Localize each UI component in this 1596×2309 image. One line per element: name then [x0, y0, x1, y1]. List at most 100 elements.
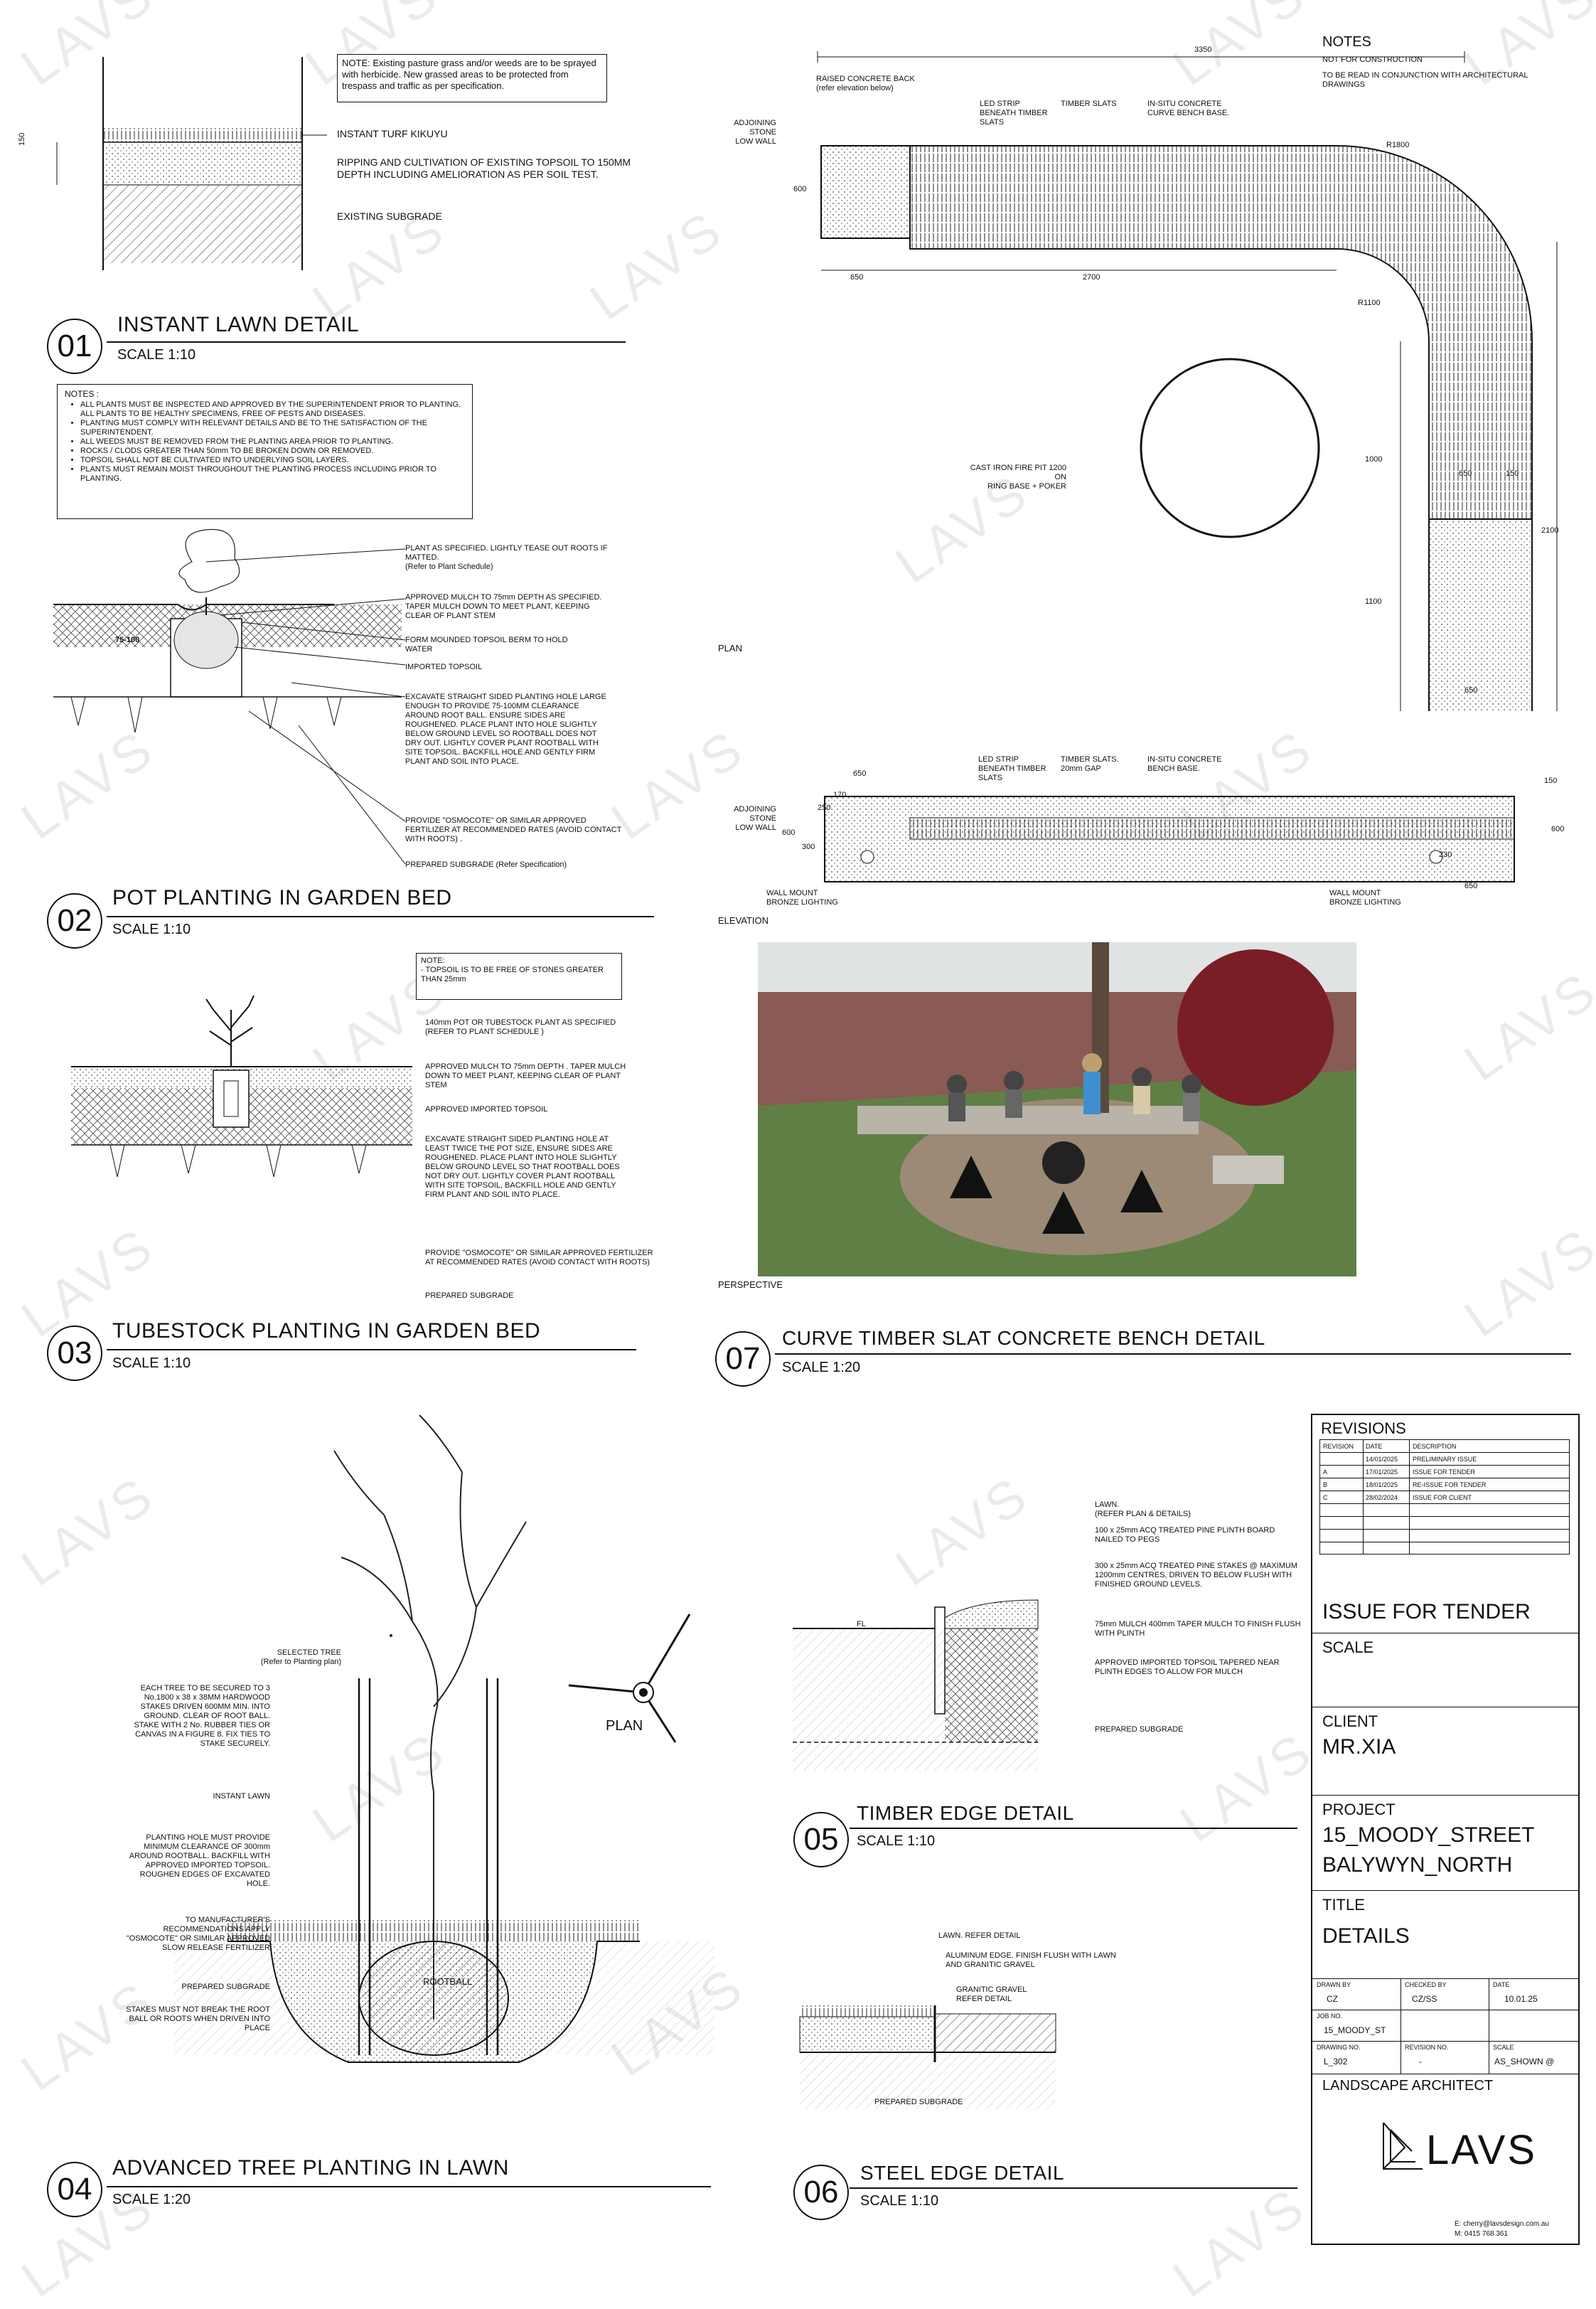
planting-note: PLANTING MUST COMPLY WITH RELEVANT DETAI…	[80, 419, 465, 437]
drawing-sheet: LAVS LAVS LAVS LAVS LAVS LAVS LAVS LAVS …	[0, 0, 1596, 2261]
elev-dim-right-230: 230	[1439, 850, 1452, 859]
bench-elevation-drawing	[824, 796, 1515, 882]
date-label: DATE	[1493, 1981, 1510, 1988]
detail-title: POT PLANTING IN GARDEN BED	[112, 886, 452, 910]
bench-dim-r-outer: R1800	[1386, 141, 1410, 149]
drawing-info-grid: DRAWN BY CZ CHECKED BY CZ/SS DATE 10.01.…	[1312, 1978, 1578, 2074]
client-label: CLIENT	[1322, 1712, 1378, 1730]
instant-lawn-dim: 150	[18, 132, 26, 146]
pot-dim-label: 75-100	[115, 636, 140, 644]
checked-by: CZ/SS	[1412, 1994, 1437, 2004]
pot-label-plant: PLANT AS SPECIFIED. LIGHTLY TEASE OUT RO…	[405, 544, 608, 571]
project-label: PROJECT	[1322, 1801, 1396, 1818]
detail-number: 02	[47, 893, 102, 949]
elev-dim-h1: 250	[818, 804, 831, 812]
bench-dim-leg2: 1100	[1365, 597, 1382, 606]
perspective-illustration	[758, 942, 1356, 1276]
bench-dim-r-inner: R1100	[1358, 299, 1381, 307]
drawn-by: CZ	[1327, 1994, 1338, 2004]
elevation-view-label: ELEVATION	[718, 915, 769, 926]
bench-perspective-image	[758, 942, 1356, 1276]
pot-label-fertilizer: PROVIDE "OSMOCOTE" OR SIMILAR APPROVED F…	[405, 816, 622, 843]
bench-dim-left-w: 650	[850, 273, 864, 282]
bench-label-wall: ADJOINING STONE LOW WALL	[734, 119, 776, 146]
steel-label-gravel: GRANITIC GRAVEL REFER DETAIL	[956, 1985, 1027, 2003]
perspective-label: PERSPECTIVE	[718, 1279, 783, 1290]
bench-dim-mid: 2700	[1083, 273, 1100, 282]
planting-notes-heading: NOTES :	[65, 389, 100, 399]
steel-label-subgrade: PREPARED SUBGRADE	[874, 2098, 963, 2106]
tree-planting-drawing	[174, 1414, 714, 2063]
rev-cell: 28/02/2024	[1366, 1494, 1398, 1501]
plan-view-label: PLAN	[718, 643, 742, 654]
instant-lawn-drawing	[56, 57, 327, 270]
pot-label-excavate: EXCAVATE STRAIGHT SIDED PLANTING HOLE LA…	[405, 693, 606, 766]
drawing-no: L_302	[1324, 2057, 1348, 2067]
timber-label-topsoil: APPROVED IMPORTED TOPSOIL TAPERED NEAR P…	[1095, 1658, 1280, 1676]
rev-cell: RE-ISSUE FOR TENDER	[1413, 1481, 1487, 1488]
timber-label-plinth: 100 x 25mm ACQ TREATED PINE PLINTH BOARD…	[1095, 1526, 1275, 1544]
bench-plan-drawing	[817, 51, 1558, 711]
tree-label-stakes: EACH TREE TO BE SECURED TO 3 No.1800 x 3…	[134, 1684, 270, 1748]
scale-value: AS_SHOWN @	[1494, 2057, 1555, 2067]
planting-notes-list: ALL PLANTS MUST BE INSPECTED AND APPROVE…	[65, 400, 465, 484]
tree-label-hole: PLANTING HOLE MUST PROVIDE MINIMUM CLEAR…	[129, 1833, 270, 1888]
tube-label-subgrade: PREPARED SUBGRADE	[425, 1291, 514, 1300]
detail-scale: SCALE 1:10	[112, 922, 191, 937]
watermark: LAVS	[10, 1463, 166, 1598]
rev-cell: ISSUE FOR CLIENT	[1413, 1494, 1472, 1501]
timber-label-mulch: 75mm MULCH 400mm TAPER MULCH TO FINISH F…	[1095, 1620, 1301, 1638]
detail-scale: SCALE 1:10	[857, 1833, 936, 1849]
detail-title: TUBESTOCK PLANTING IN GARDEN BED	[112, 1319, 541, 1343]
job-no: 15_MOODY_ST	[1324, 2025, 1386, 2035]
tubestock-note: NOTE: - TOPSOIL IS TO BE FREE OF STONES …	[416, 953, 622, 1000]
instant-lawn-label-topsoil: RIPPING AND CULTIVATION OF EXISTING TOPS…	[337, 156, 631, 180]
elev-dim-h3: 600	[782, 828, 796, 837]
bench-label-led: LED STRIP BENEATH TIMBER SLATS	[980, 100, 1048, 127]
detail-number: 06	[793, 2165, 849, 2220]
elev-label-wall: ADJOINING STONE LOW WALL	[734, 805, 776, 832]
project-line-1: 15_MOODY_STREET	[1322, 1823, 1535, 1847]
detail-scale: SCALE 1:10	[860, 2193, 939, 2209]
elev-dim-h4: 300	[802, 843, 815, 851]
title-rule	[107, 341, 626, 343]
timber-label-subgrade: PREPARED SUBGRADE	[1095, 1725, 1184, 1734]
checked-by-label: CHECKED BY	[1405, 1981, 1447, 1988]
detail-scale: SCALE 1:20	[112, 2192, 191, 2207]
tube-label-mulch: APPROVED MULCH TO 75mm DEPTH . TAPER MUL…	[425, 1062, 626, 1089]
rev-col-header: DESCRIPTION	[1413, 1443, 1457, 1450]
tube-label-plant: 140mm POT OR TUBESTOCK PLANT AS SPECIFIE…	[425, 1018, 616, 1036]
tube-label-excavate: EXCAVATE STRAIGHT SIDED PLANTING HOLE AT…	[425, 1135, 620, 1199]
drawing-no-label: DRAWING NO.	[1317, 2044, 1361, 2051]
planting-note: ALL PLANTS MUST BE INSPECTED AND APPROVE…	[80, 400, 465, 419]
rev-cell: C	[1323, 1494, 1328, 1501]
tree-label-fertilizer: TO MANUFACTURER'S RECOMMENDATIONS APPLY …	[126, 1916, 270, 1952]
elev-label-timber: TIMBER SLATS. 20mm GAP	[1061, 755, 1119, 773]
title-rule	[775, 1353, 1571, 1355]
elev-label-light-r: WALL MOUNT BRONZE LIGHTING	[1329, 889, 1401, 907]
detail-title: ADVANCED TREE PLANTING IN LAWN	[112, 2156, 509, 2180]
detail-scale: SCALE 1:10	[117, 347, 196, 363]
client-name: MR.XIA	[1322, 1735, 1396, 1759]
scale-cell-label: SCALE	[1493, 2044, 1514, 2051]
contact-mobile: M: 0415 768 361	[1455, 2230, 1509, 2238]
pot-label-topsoil: IMPORTED TOPSOIL	[405, 663, 483, 671]
detail-number: 03	[47, 1326, 102, 1381]
rev-cell: 18/01/2025	[1366, 1481, 1398, 1488]
bench-label-timber: TIMBER SLATS	[1061, 100, 1117, 108]
drawn-by-label: DRAWN BY	[1317, 1981, 1351, 1988]
notes-line: TO BE READ IN CONJUNCTION WITH ARCHITECT…	[1322, 71, 1528, 89]
detail-scale: SCALE 1:20	[782, 1360, 861, 1375]
drawing-title: DETAILS	[1322, 1924, 1410, 1948]
planting-note: ALL WEEDS MUST BE REMOVED FROM THE PLANT…	[80, 437, 465, 447]
lavs-logo-text: LAVS	[1426, 2127, 1538, 2173]
detail-title: STEEL EDGE DETAIL	[860, 2162, 1065, 2184]
tubestock-drawing	[71, 995, 412, 1178]
timber-edge-drawing	[793, 1599, 1039, 1771]
pot-label-mulch: APPROVED MULCH TO 75mm DEPTH AS SPECIFIE…	[405, 593, 602, 620]
timber-edge-fl: FL	[857, 1620, 866, 1628]
bench-dim-bottom-w: 650	[1464, 686, 1478, 695]
tree-label-lawn: INSTANT LAWN	[213, 1792, 270, 1801]
tree-plan-label: PLAN	[606, 1718, 643, 1734]
detail-number: 01	[47, 319, 102, 374]
